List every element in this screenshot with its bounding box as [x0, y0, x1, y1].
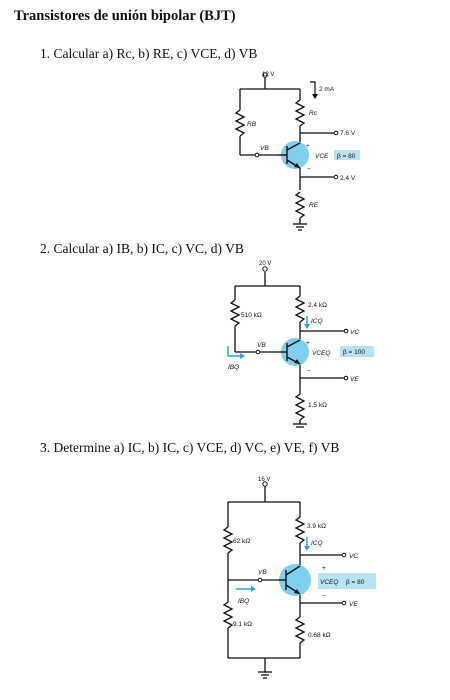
circuit-2-diagram: 20 V 510 kΩ 2.4 kΩ ICQ IBQ VB VC VE VCEQ… [227, 261, 374, 428]
vc-label-1: 7.6 V [340, 130, 356, 137]
minus-sign-2: − [307, 368, 311, 375]
vc-label-3: VC [349, 553, 358, 560]
ibq-label-3: IBQ [238, 598, 249, 605]
vce-label-1: VCE [315, 153, 329, 160]
beta-label-3: β = 80 [346, 579, 365, 586]
ve-label-2: VE [350, 376, 359, 383]
beta-label-2: β = 100 [343, 349, 365, 356]
rc-label-2: 2.4 kΩ [308, 302, 327, 309]
rc-label-3: 3.9 kΩ [307, 523, 326, 530]
re-label-2: 1.5 kΩ [308, 402, 327, 409]
problem-1-statement: 1. Calcular a) Rc, b) RE, c) VCE, d) VB [40, 46, 258, 61]
r2-label-3: 9.1 kΩ [233, 621, 252, 628]
ve-label-1: 2.4 V [340, 175, 356, 182]
plus-sign-3: + [322, 565, 326, 572]
page-title: Transistores de unión bipolar (BJT) [14, 8, 236, 24]
rb-label-1: RB [247, 121, 257, 128]
ic-label-1: 2 mA [319, 86, 335, 93]
re-label-3: 0.68 kΩ [308, 632, 331, 639]
vceq-label-2: VCEQ [312, 350, 330, 357]
minus-sign-3: − [322, 593, 326, 600]
rc-label-1: Rc [309, 110, 318, 117]
beta-label-1: β = 80 [337, 153, 356, 160]
circuit-3-diagram: 16 V 62 kΩ 9.1 kΩ 3.9 kΩ ICQ IBQ VB VC V… [222, 477, 376, 679]
vcc-label-1: 12 V [262, 72, 274, 78]
r1-label-3: 62 kΩ [233, 538, 250, 545]
vb-label-3: VB [258, 569, 267, 576]
icq-label-2: ICQ [311, 318, 323, 325]
vb-label-1: VB [260, 145, 269, 152]
plus-sign-1: + [306, 143, 310, 150]
vc-label-2: VC [350, 329, 359, 336]
vcc-label-2: 20 V [259, 261, 271, 267]
ve-label-3: VE [349, 601, 358, 608]
problem-2-statement: 2. Calcular a) IB, b) IC, c) VC, d) VB [40, 241, 244, 256]
vb-label-2: VB [257, 342, 266, 349]
rb-label-2: 510 kΩ [241, 312, 262, 319]
problem-3-statement: 3. Determine a) IC, b) IC, c) VCE, d) VC… [40, 440, 340, 455]
icq-label-3: ICQ [311, 540, 323, 547]
plus-sign-2: + [306, 340, 310, 347]
vcc-label-3: 16 V [258, 477, 270, 483]
ibq-label-2: IBQ [228, 364, 239, 371]
vceq-label-3: VCEQ [320, 579, 338, 586]
re-label-1: RE [309, 202, 319, 209]
minus-sign-1: − [307, 166, 311, 173]
circuit-1-diagram: 12 V 2 mA Rc RB RE VB VCE β = 80 7.6 V 2… [234, 72, 360, 231]
